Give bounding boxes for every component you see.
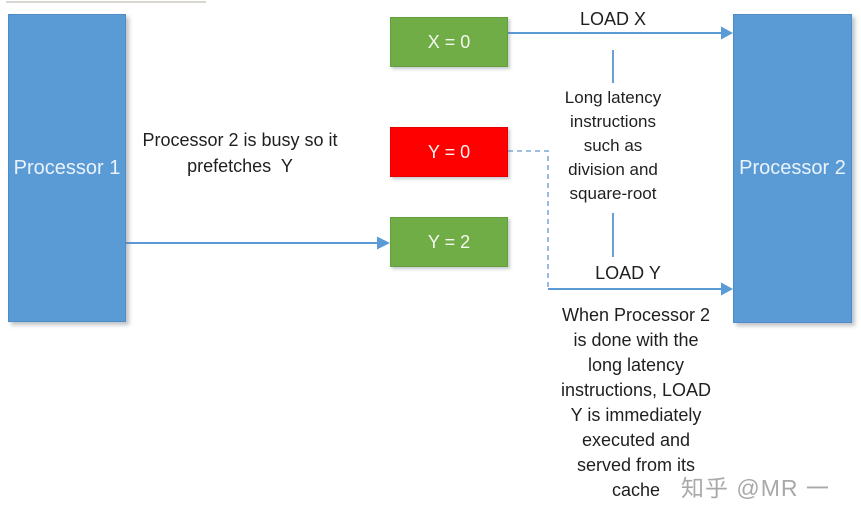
value-box-x0: X = 0 xyxy=(390,17,508,67)
processor-2-label: Processor 2 xyxy=(739,157,846,179)
top-artifact-line xyxy=(6,1,206,3)
value-box-y2-label: Y = 2 xyxy=(427,231,471,252)
value-box-y0-label: Y = 0 xyxy=(427,141,471,162)
value-box-x0-label: X = 0 xyxy=(427,31,471,52)
processor-2-box: Processor 2 xyxy=(733,14,852,323)
load-y-arrowhead xyxy=(721,282,733,296)
done-note: When Processor 2 is done with the long l… xyxy=(560,305,712,500)
load-y-label: LOAD Y xyxy=(595,263,661,283)
load-x-label: LOAD X xyxy=(579,9,647,29)
dashed-connector xyxy=(508,150,549,288)
prefetch-arrowhead xyxy=(377,236,390,250)
watermark: 知乎 @MR 一 xyxy=(681,475,830,501)
load-x-arrowhead xyxy=(721,26,733,40)
value-box-y2: Y = 2 xyxy=(390,217,508,267)
processor-1-box: Processor 1 xyxy=(8,14,126,322)
value-box-y0: Y = 0 xyxy=(390,127,508,177)
long-latency-note: Long latency instructions such as divisi… xyxy=(564,88,662,203)
busy-note: Processor 2 is busy so it prefetches Y xyxy=(142,130,338,176)
processor-1-label: Processor 1 xyxy=(13,156,121,179)
